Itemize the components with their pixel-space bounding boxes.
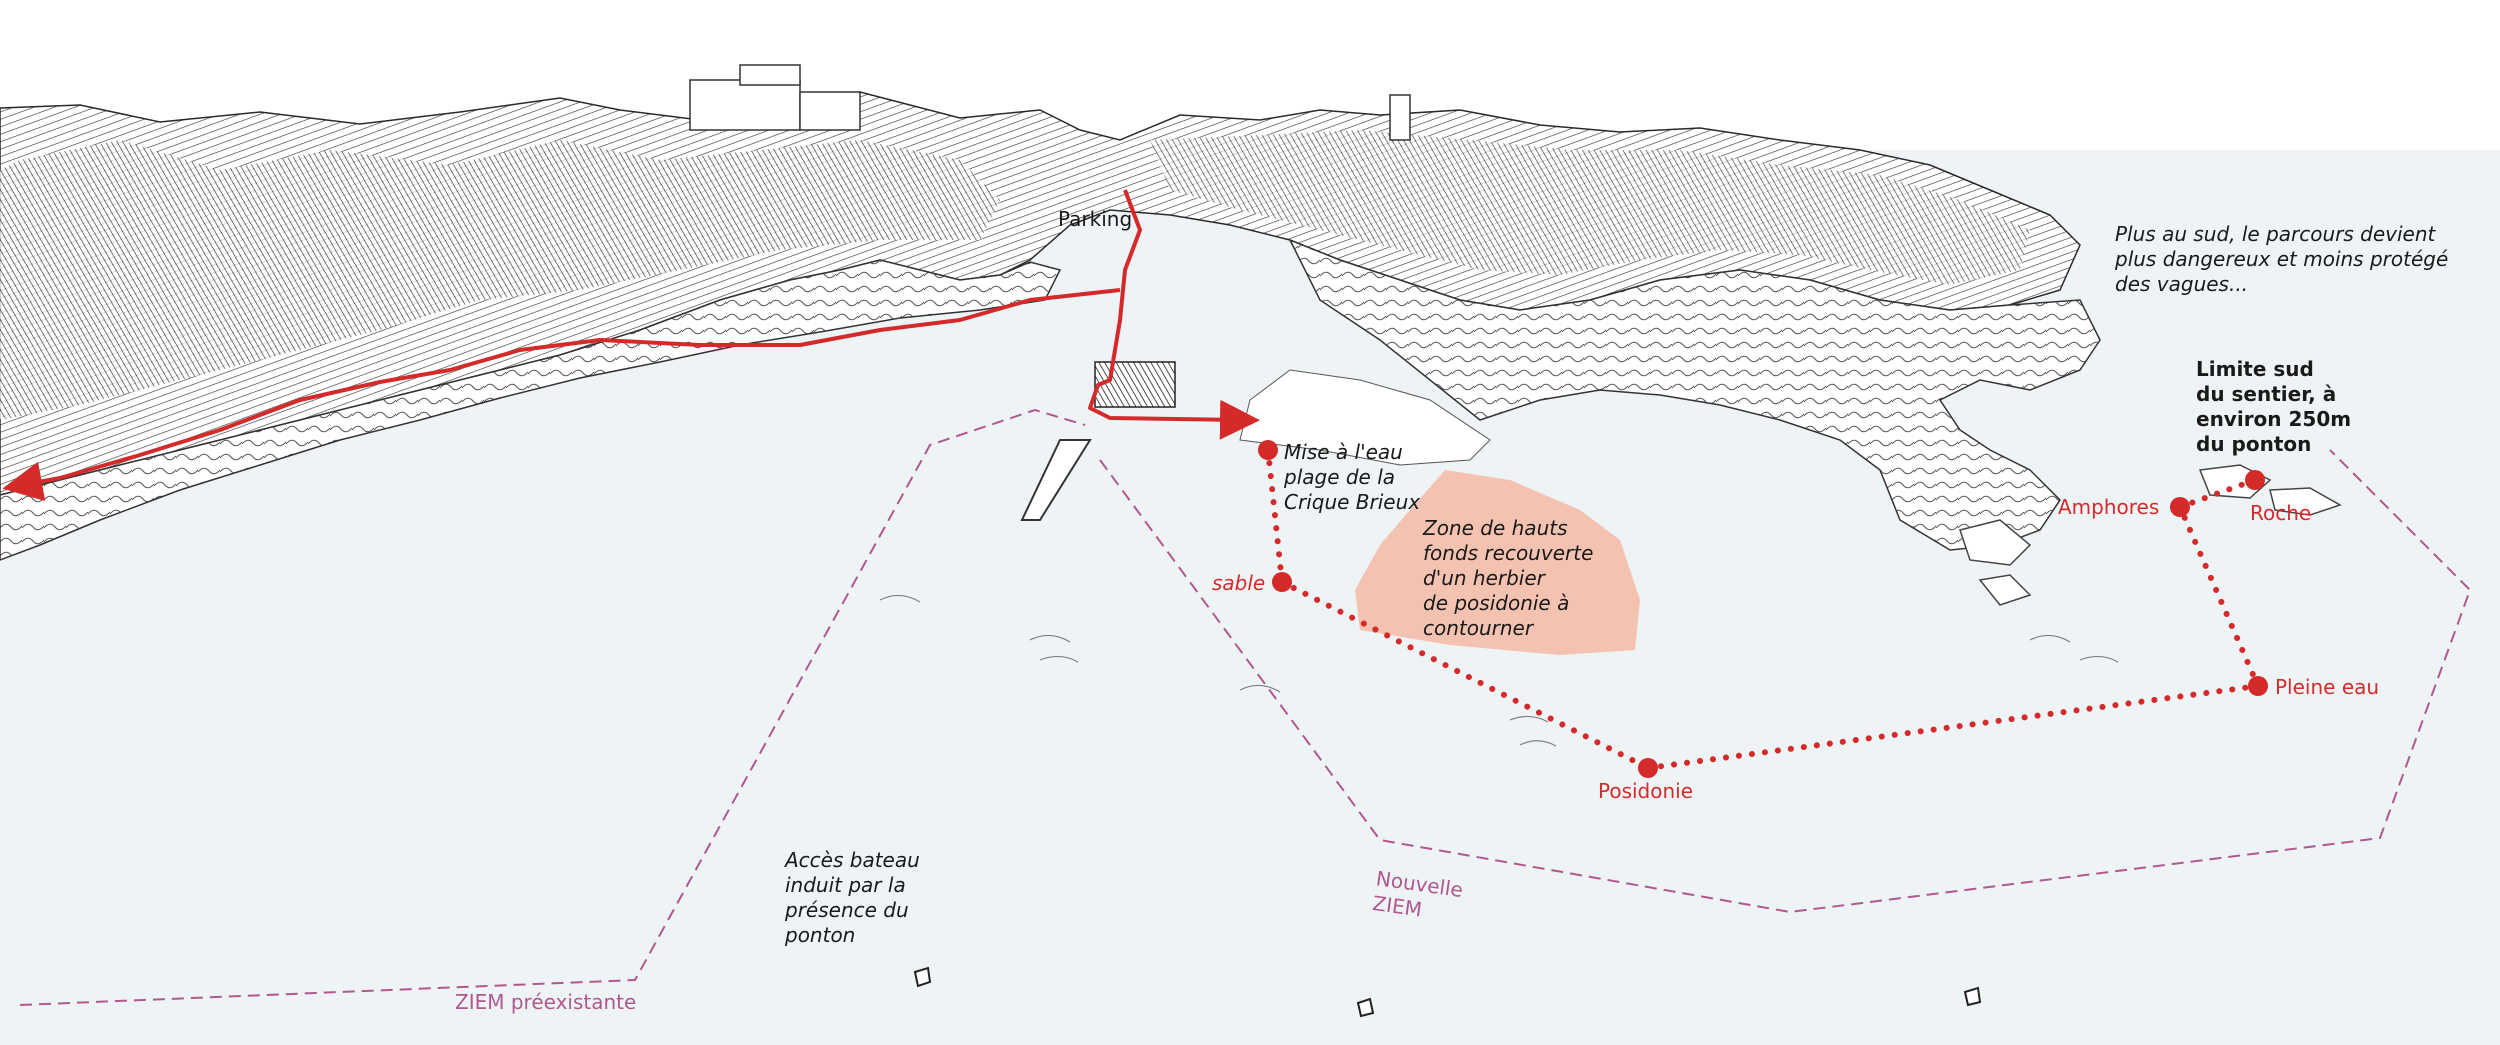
stop-label-roche: Roche [2250,501,2312,525]
stop-label-pleine-eau: Pleine eau [2275,675,2380,699]
headland-vegetation [1150,130,2030,285]
stop-label-posidonie: Posidonie [1598,779,1694,803]
stop-roche [2245,470,2265,490]
entry-label: Mise à l'eau plage de la Crique Brieux [1284,440,1421,514]
boat-access-label: Accès bateau induit par la présence du p… [785,848,920,947]
stop-amphores [2170,497,2190,517]
villa [689,64,861,131]
islets [1959,464,2342,606]
land-path [1088,189,1260,440]
tower [1389,94,1411,141]
rocky-shore [0,259,1062,561]
ziem-existing-line [19,408,1086,1006]
south-note: Plus au sud, le parcours devient plus da… [2115,222,2449,296]
stop-sable [1272,572,1292,592]
shallows-zone [1355,470,1640,655]
stop-posidonie [1638,758,1658,778]
stop-label-sable: sable [1212,571,1266,595]
stop-label-amphores: Amphores [2058,495,2160,519]
headland-rocks [1288,238,2101,551]
south-limit-note: Limite sud du sentier, à environ 250m du… [2196,357,2352,456]
stop-pleine-eau [2248,676,2268,696]
beach [1239,369,1491,466]
stop-entry [1258,440,1278,460]
land-path-west [2,288,1121,502]
ziem-new-line [1099,449,2472,914]
trail-stops [1258,440,2268,778]
beach-hut [1094,361,1176,408]
parking-label: Parking [1058,207,1133,231]
underwater-trail [1265,447,2261,771]
buoy-icon [913,966,1982,1018]
sea-ripples [879,594,2119,747]
jetty [1020,439,1092,521]
ziem-existing-label: ZIEM préexistante [455,990,637,1014]
shallows-label: Zone de hauts fonds recouverte d'un herb… [1423,516,1594,640]
dense-vegetation [0,140,1000,420]
